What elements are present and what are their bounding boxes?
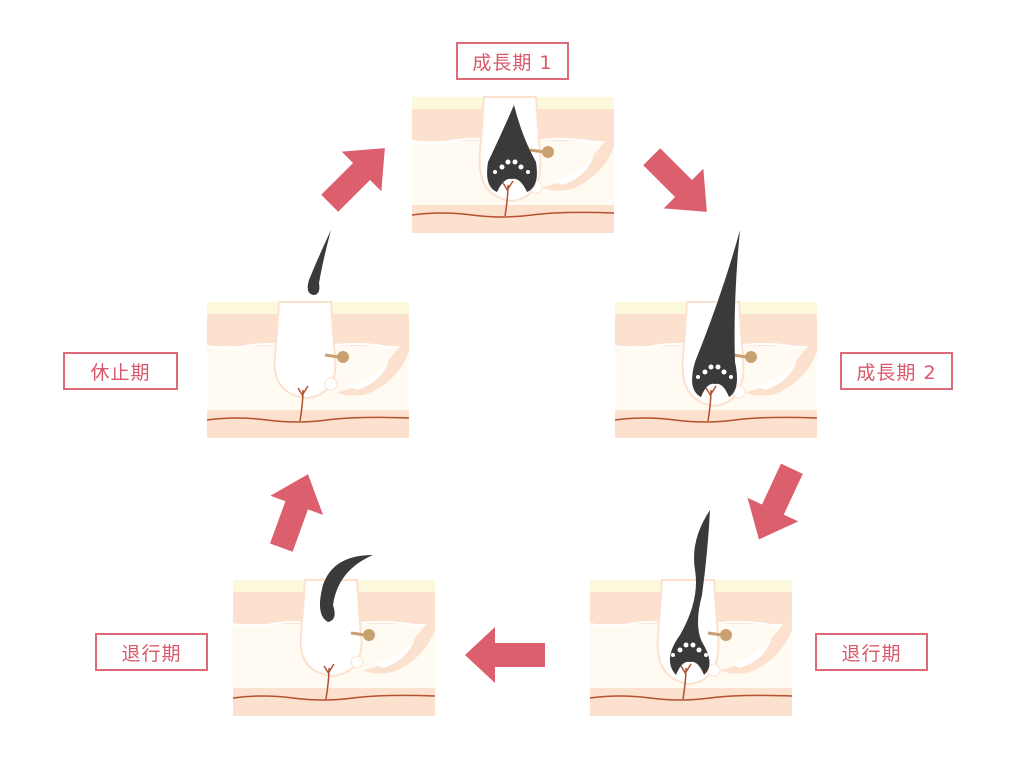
- arrow-regression-to-regression: [465, 627, 545, 683]
- label-regression-left: 退行期: [95, 633, 208, 671]
- label-growth2: 成長期 2: [840, 352, 953, 390]
- panel-growth2: [614, 230, 818, 438]
- label-regression-right: 退行期: [815, 633, 928, 671]
- arrow-growth2-to-regression: [747, 463, 803, 540]
- arrow-regression-to-resting: [270, 474, 324, 552]
- panel-resting: [206, 301, 410, 438]
- arrow-resting-to-growth1: [321, 148, 385, 212]
- shed-hair: [307, 230, 331, 295]
- panel-growth1: [411, 96, 615, 233]
- panel-regression-left: [232, 555, 436, 716]
- label-growth1: 成長期 1: [456, 42, 569, 80]
- label-resting: 休止期: [63, 352, 178, 390]
- panel-regression-right: [589, 510, 793, 716]
- arrow-growth1-to-growth2: [643, 148, 707, 212]
